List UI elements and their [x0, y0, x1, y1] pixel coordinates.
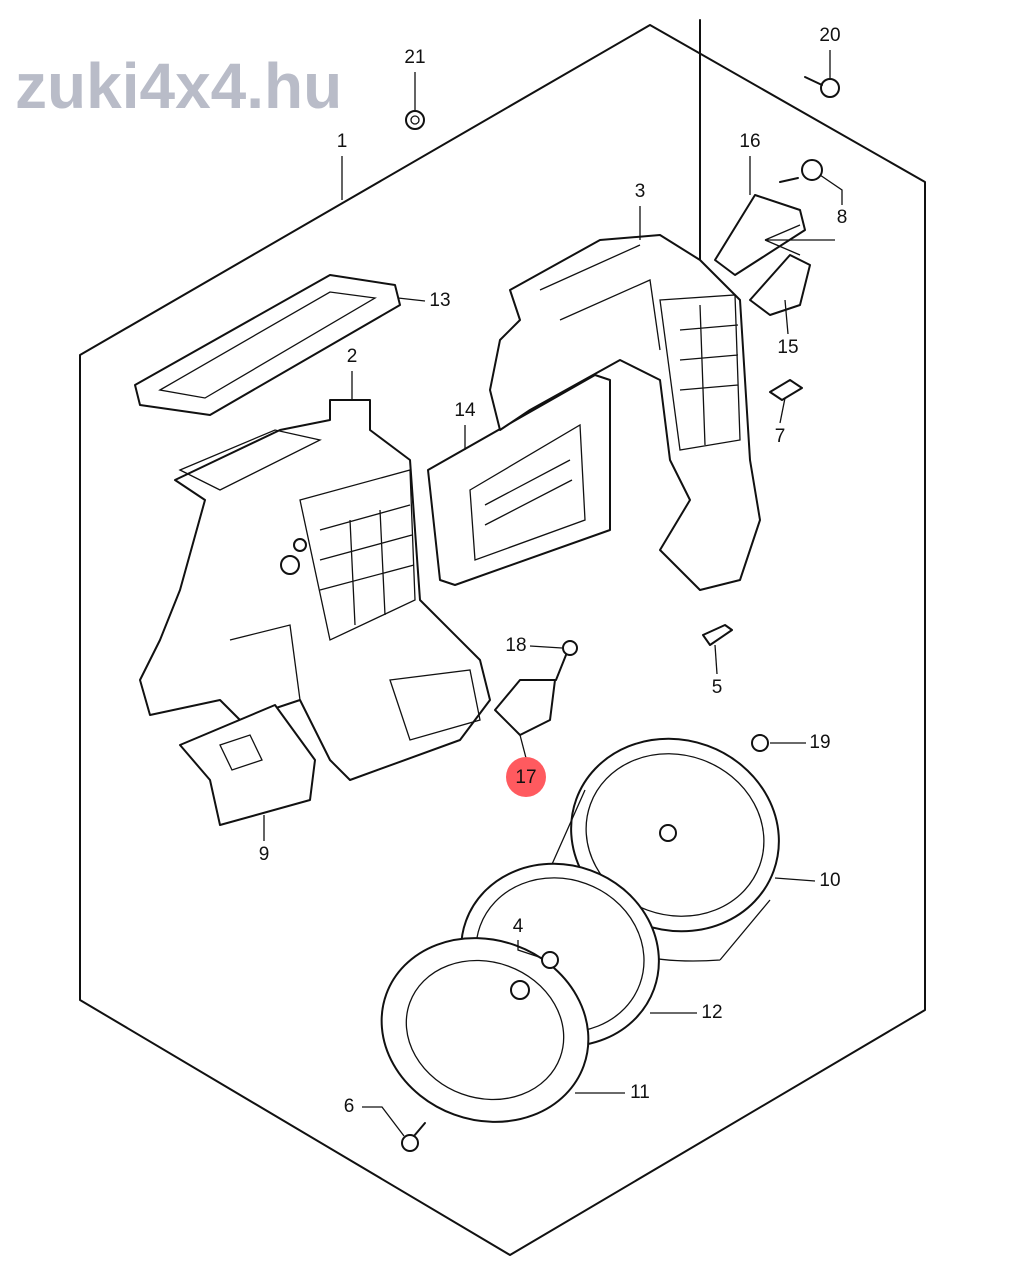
- callout-12[interactable]: 12: [701, 1002, 722, 1023]
- callout-11[interactable]: 11: [630, 1082, 650, 1103]
- callout-21[interactable]: 21: [404, 47, 425, 68]
- part-8-clip: [779, 159, 823, 183]
- part-16-link: [714, 194, 806, 276]
- part-11-motor: [380, 937, 590, 1123]
- part-14-filter: [427, 374, 611, 586]
- callout-1[interactable]: 1: [337, 131, 348, 152]
- callout-2[interactable]: 2: [347, 346, 358, 367]
- part-2-heater-housing: [139, 399, 491, 781]
- part-20-bolt: [804, 76, 840, 98]
- part-3-upper-case: [489, 234, 761, 591]
- leader-lines: [263, 50, 843, 1137]
- part-19-nut: [751, 734, 769, 752]
- callout-14[interactable]: 14: [454, 400, 476, 421]
- callout-6[interactable]: 6: [344, 1096, 355, 1117]
- callout-9[interactable]: 9: [259, 844, 270, 865]
- callout-17-highlight[interactable]: [506, 757, 546, 797]
- part-5-hose: [702, 624, 733, 646]
- part-17-resistor: [494, 679, 556, 736]
- part-6-bolt: [401, 1122, 426, 1152]
- callout-7[interactable]: 7: [775, 426, 786, 447]
- assembly-box-outline: [79, 24, 926, 1256]
- callout-8[interactable]: 8: [837, 207, 848, 228]
- part-18-screw: [555, 640, 578, 681]
- callout-19[interactable]: 19: [809, 732, 830, 753]
- part-21-nut: [405, 110, 425, 130]
- part-15-lever: [749, 254, 811, 316]
- callout-3[interactable]: 3: [635, 181, 646, 202]
- callout-5[interactable]: 5: [712, 677, 723, 698]
- watermark-text: zuki4x4.hu: [15, 50, 342, 122]
- part-7-bracket: [769, 379, 803, 401]
- callout-18[interactable]: 18: [505, 635, 526, 656]
- callout-15[interactable]: 15: [777, 337, 798, 358]
- callout-16[interactable]: 16: [739, 131, 760, 152]
- assembly-arrows: [764, 224, 835, 256]
- callout-4[interactable]: 4: [513, 916, 524, 937]
- callout-labels: 21 20 1 16 8 3 13 15 2 14 7 18 5 19 17 9…: [259, 25, 848, 1117]
- part-4-nut: [541, 951, 559, 969]
- callout-20[interactable]: 20: [819, 25, 840, 46]
- part-13-gasket: [134, 274, 401, 416]
- callout-13[interactable]: 13: [429, 290, 450, 311]
- callout-17[interactable]: 17: [515, 767, 536, 788]
- callout-10[interactable]: 10: [819, 870, 840, 891]
